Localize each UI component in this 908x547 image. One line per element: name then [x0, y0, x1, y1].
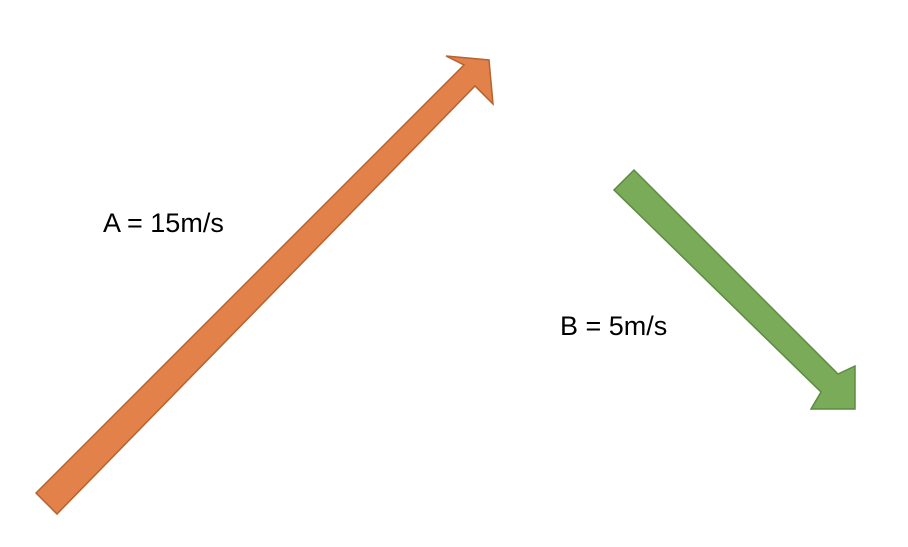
vector-a-arrow — [34, 55, 494, 516]
vector-a-label: A = 15m/s — [103, 208, 224, 238]
vector-b-label: B = 5m/s — [560, 311, 668, 341]
vector-b-arrow — [612, 168, 856, 410]
